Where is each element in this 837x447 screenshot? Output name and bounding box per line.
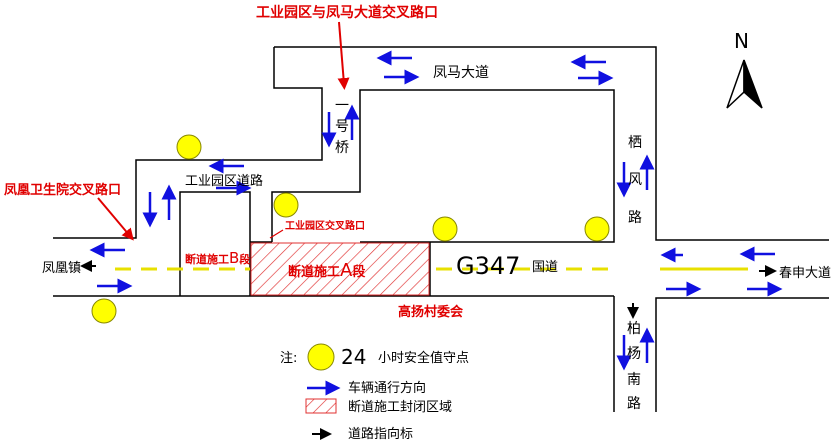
annotation-industrial-junction: 工业园区交叉路口: [285, 219, 365, 232]
annotation-hospital: 凤凰卫生院交叉路口: [4, 182, 121, 198]
section-a-label: 断道施工A段: [288, 260, 365, 281]
legend-direction-label: 车辆通行方向: [348, 380, 426, 396]
road-label-bridge-2: 号: [335, 119, 349, 135]
road-signs: [80, 260, 777, 319]
road-label-qifeng-2: 风: [628, 172, 642, 188]
guard-point: [273, 192, 299, 218]
road-label-baiyang-4: 路: [627, 396, 641, 412]
section-b-code: B: [229, 249, 239, 267]
section-b-label: 断道施工B段: [185, 249, 250, 267]
guard-point: [176, 134, 202, 160]
legend-closed-label: 断道施工封闭区域: [348, 400, 452, 415]
baiyang-road-east: [655, 297, 829, 412]
legend: 注: 24 小时安全值守点 车辆通行方向 断道施工封闭区域 道路指向标: [280, 343, 469, 442]
bridge-right-edge: [359, 89, 615, 243]
fengma-road-outer: [274, 46, 829, 241]
road-label-g347-suffix: 国道: [532, 260, 558, 275]
section-a-code: A: [340, 260, 353, 281]
road-label-baiyang-2: 杨: [627, 346, 641, 362]
traffic-arrows: [89, 50, 783, 371]
annotation-pointers: [97, 21, 350, 241]
industrial-road-box: [179, 191, 251, 242]
closed-area-a: [250, 242, 430, 296]
road-label-fengma: 凤马大道: [433, 65, 489, 81]
compass: N: [726, 29, 763, 109]
legend-note-prefix: 注:: [280, 351, 297, 366]
road-label-baiyang-1: 柏: [627, 321, 641, 337]
road-label-g347-code: G347: [456, 252, 520, 280]
legend-guard-symbol: [307, 343, 335, 371]
road-label-bridge-3: 桥: [335, 140, 349, 156]
road-label-baiyang-3: 南: [627, 372, 641, 388]
place-label-chunshen: 春申大道: [779, 266, 831, 281]
legend-sign-label: 道路指向标: [348, 426, 413, 442]
guard-point: [584, 216, 610, 242]
legend-guard-hours: 24: [341, 345, 366, 369]
industrial-junction-pointer: [269, 229, 284, 239]
place-label-gaoyang: 高扬村委会: [398, 304, 464, 320]
legend-guard-label: 小时安全值守点: [378, 350, 469, 366]
road-label-bridge-1: 一: [335, 98, 349, 114]
compass-north-label: N: [734, 29, 749, 53]
guard-point: [432, 216, 458, 242]
annotation-industrial-fengma: 工业园区与凤马大道交叉路口: [256, 4, 438, 21]
guard-point: [91, 298, 117, 324]
fengma-road-inner: [53, 47, 323, 239]
road-label-qifeng-3: 路: [628, 210, 642, 226]
road-label-industrial: 工业园区道路: [185, 173, 263, 189]
legend-closed-symbol: [305, 398, 337, 414]
guard-points: [91, 134, 610, 324]
industrial-road-right: [271, 160, 361, 242]
place-label-fenghuang: 凤凰镇: [42, 261, 81, 276]
road-label-qifeng-1: 栖: [628, 135, 642, 151]
